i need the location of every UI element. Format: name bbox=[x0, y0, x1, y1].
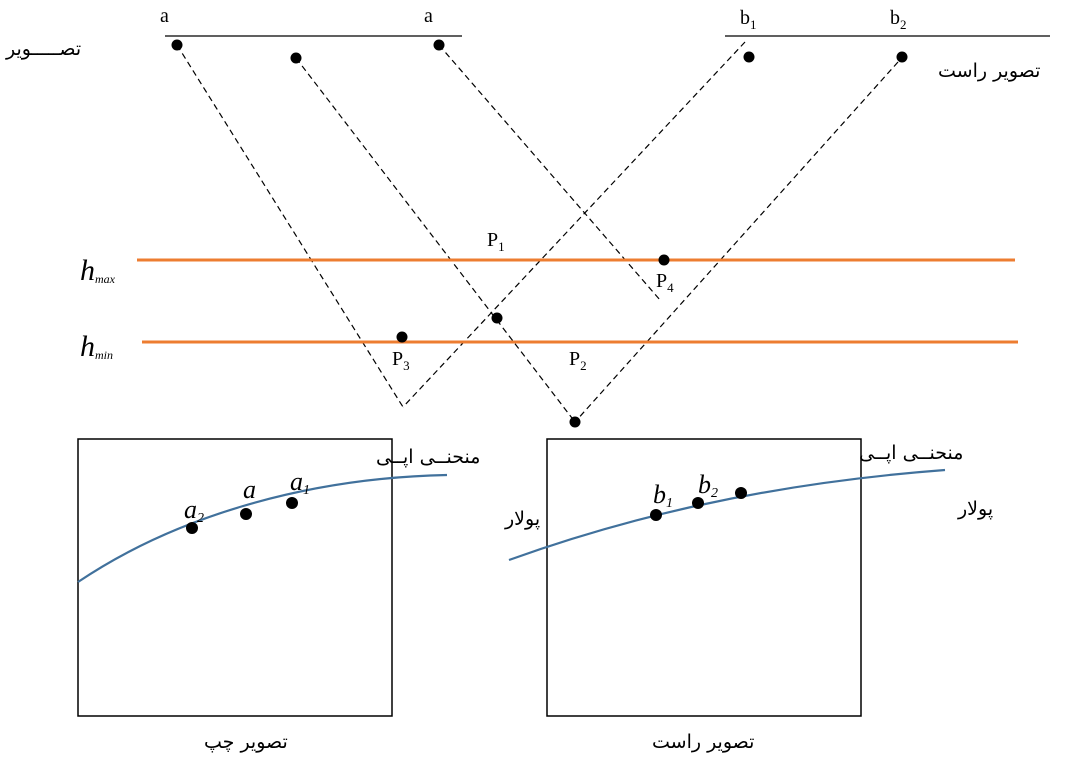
label-a-right: a bbox=[424, 5, 433, 27]
left-polar-label: پولار bbox=[504, 508, 540, 530]
label-p1: P1 bbox=[487, 229, 505, 254]
point-b1-box bbox=[650, 509, 662, 521]
left-epipolar-label: منحنــی اپــی bbox=[376, 446, 480, 468]
label-p4: P4 bbox=[656, 270, 674, 295]
label-b1: b1 bbox=[740, 7, 757, 32]
point-right-b2 bbox=[896, 51, 908, 63]
ray-right-b2 bbox=[574, 61, 899, 423]
label-b2-box: b2 bbox=[698, 470, 718, 501]
ray-left-2 bbox=[295, 57, 576, 423]
point-intersection bbox=[491, 312, 503, 324]
right-image-caption: تصویر راست bbox=[652, 731, 754, 753]
label-a-left: a bbox=[160, 5, 169, 27]
label-a: a bbox=[243, 475, 256, 504]
point-b2-box bbox=[692, 497, 704, 509]
label-p2: P2 bbox=[569, 348, 587, 373]
point-a2 bbox=[186, 522, 198, 534]
left-epipolar-curve bbox=[77, 473, 448, 583]
point-bottom-intersection bbox=[569, 416, 581, 428]
h-min-label: hmin bbox=[80, 330, 113, 363]
label-b2: b2 bbox=[890, 7, 907, 32]
label-b1-box: b1 bbox=[653, 480, 673, 511]
point-p3 bbox=[396, 331, 408, 343]
ray-left-3 bbox=[438, 44, 661, 301]
left-image-title: تصـــــویر bbox=[5, 38, 81, 60]
point-p4 bbox=[658, 254, 670, 266]
label-p3: P3 bbox=[392, 348, 410, 373]
ray-right-b1 bbox=[402, 41, 746, 408]
point-b-third bbox=[735, 487, 747, 499]
right-polar-label: پولار bbox=[957, 498, 993, 520]
right-epipolar-label: منحنــی اپــی bbox=[859, 442, 963, 464]
ray-left-1 bbox=[176, 44, 404, 408]
point-right-b1 bbox=[743, 51, 755, 63]
right-epipolar-curve bbox=[508, 468, 946, 562]
right-image-title-top: تصویر راست bbox=[938, 60, 1040, 82]
label-a1: a1 bbox=[290, 467, 310, 498]
left-image-box bbox=[77, 438, 393, 717]
point-a bbox=[240, 508, 252, 520]
h-max-label: hmax bbox=[80, 254, 116, 287]
right-image-box bbox=[546, 438, 862, 717]
label-a2: a2 bbox=[184, 495, 204, 526]
left-image-caption: تصویر چپ bbox=[204, 731, 288, 753]
point-a1 bbox=[286, 497, 298, 509]
